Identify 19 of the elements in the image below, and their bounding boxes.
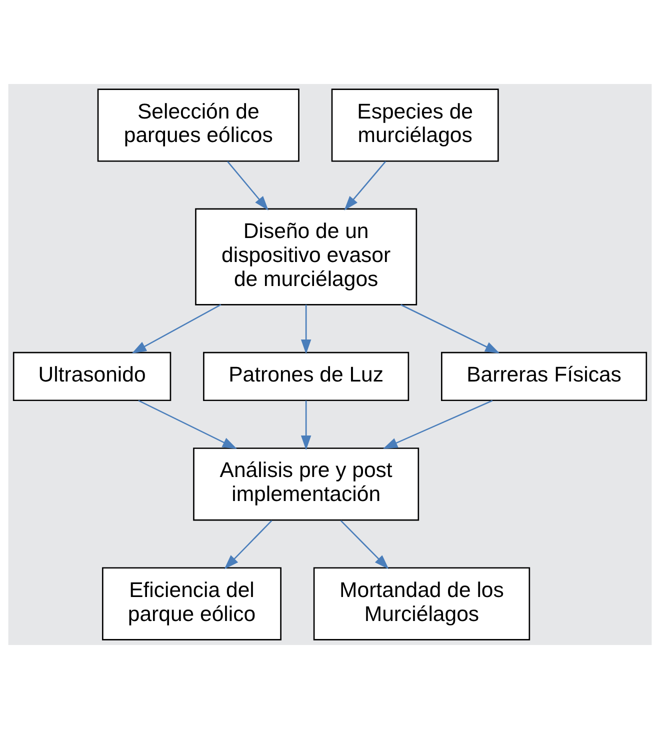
arrow xyxy=(340,520,389,570)
node-box: Eficiencia del parque eólico xyxy=(102,567,282,640)
node-box: Especies de murciélagos xyxy=(331,88,499,162)
arrow xyxy=(138,400,238,449)
node-box: Análisis pre y post implementación xyxy=(193,448,420,521)
arrow xyxy=(132,304,222,354)
arrow xyxy=(300,304,312,354)
node-box: Diseño de un dispositivo evasor de murciélagos xyxy=(195,208,418,306)
arrow xyxy=(227,161,268,210)
node-box: Ultrasonido xyxy=(12,352,172,402)
arrow xyxy=(344,161,386,210)
node-box: Mortandad de los Murciélagos xyxy=(313,567,530,640)
arrow xyxy=(400,304,500,354)
node-box: Patrones de Luz xyxy=(203,352,410,402)
arrow xyxy=(224,520,272,570)
arrow xyxy=(382,400,493,449)
node-box: Barreras Físicas xyxy=(441,352,648,402)
node-box: Selección de parques eólicos xyxy=(97,88,300,162)
arrow xyxy=(300,400,312,450)
